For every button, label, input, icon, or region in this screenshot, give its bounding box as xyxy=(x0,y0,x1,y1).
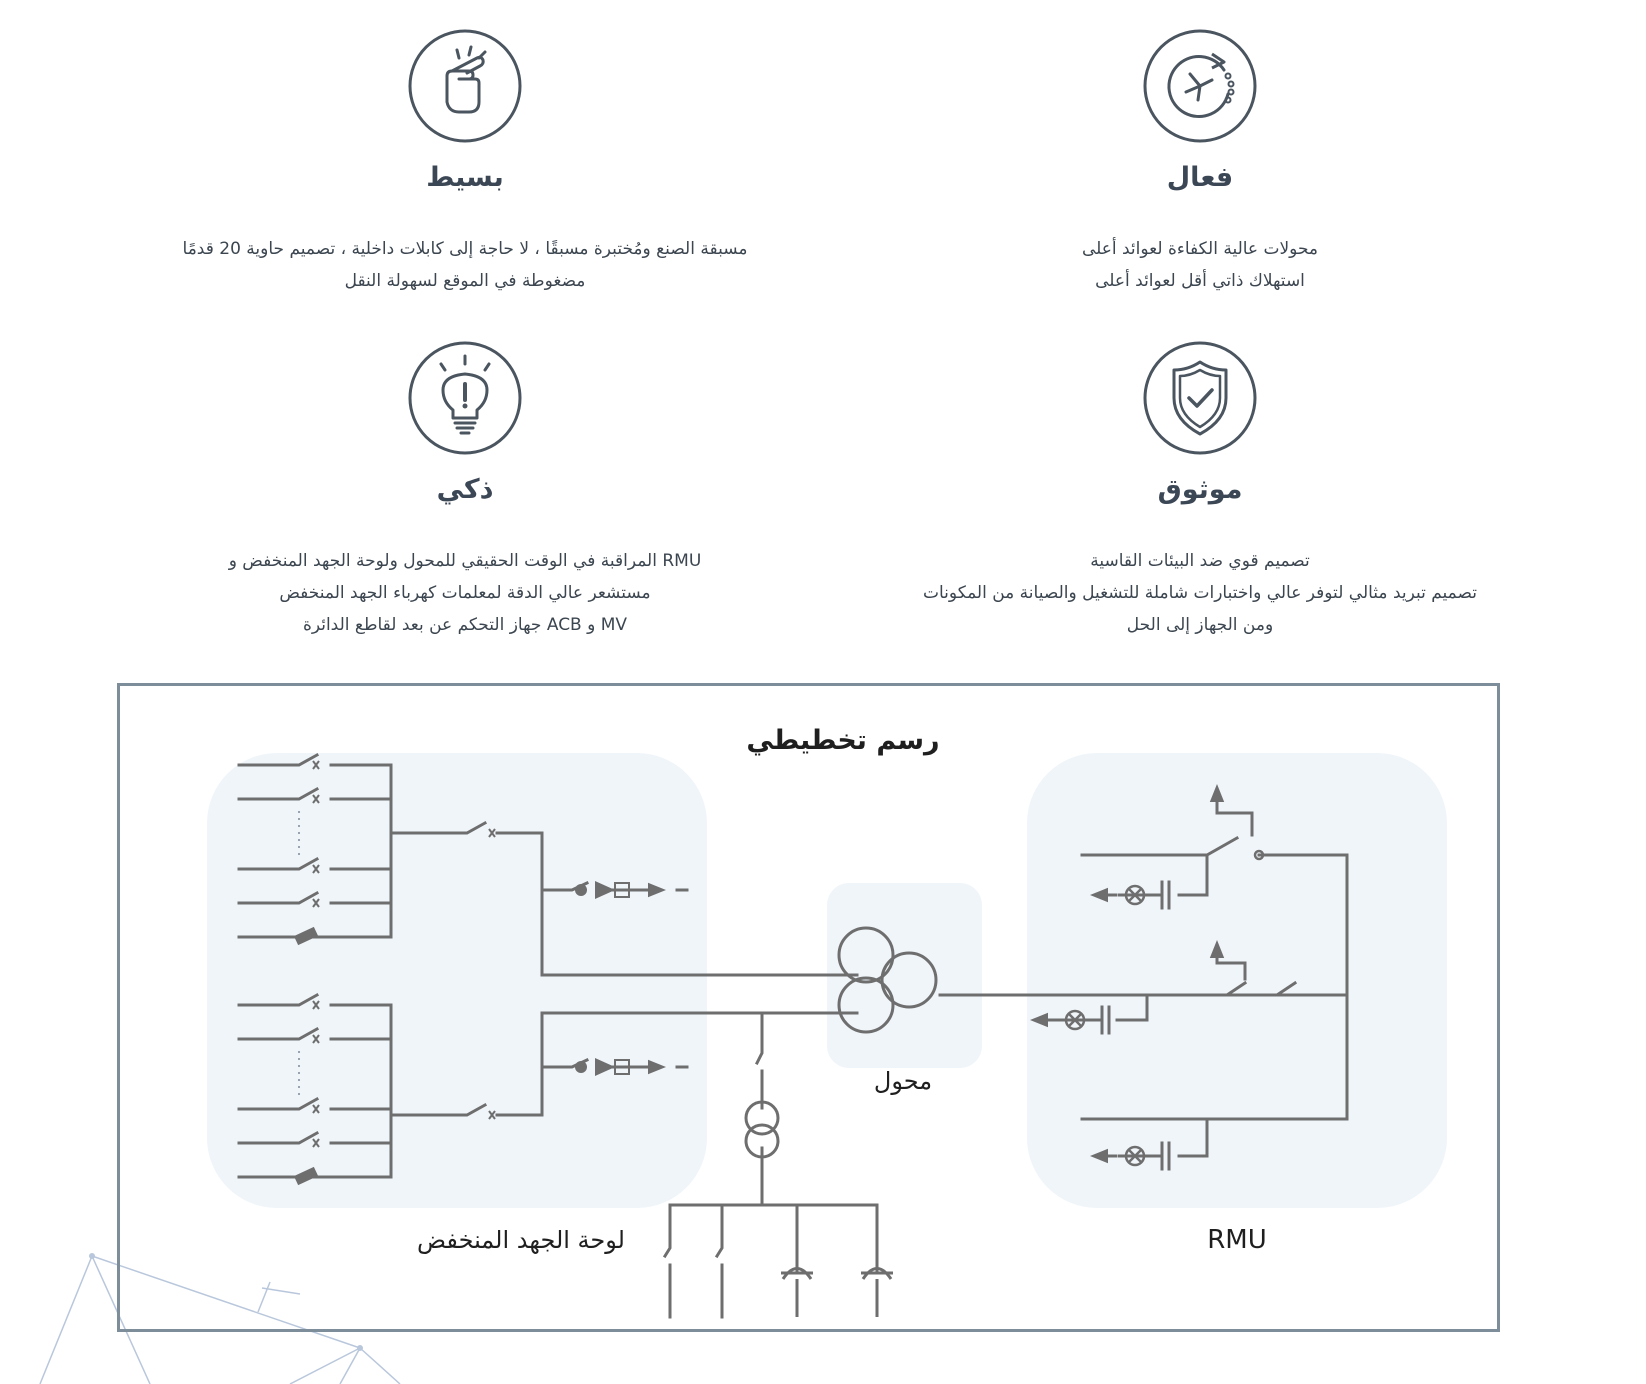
clock-cycle-icon xyxy=(1143,29,1257,143)
feature-line: ومن الجهاز إلى الحل xyxy=(1126,615,1274,635)
feature-line: تصميم تبريد مثالي لتوفر عالي واختبارات ش… xyxy=(923,583,1477,603)
lv-panel-background xyxy=(207,753,707,1208)
rmu-indicator xyxy=(1064,849,1265,1167)
aux-transformer-symbol xyxy=(744,1100,780,1159)
feature-simple: بسيط مسبقة الصنع ومُختبرة مسبقًا ، لا حا… xyxy=(150,28,780,297)
feature-title: ذكي xyxy=(436,474,494,505)
feature-description: تصميم قوي ضد البيئات القاسية تصميم تبريد… xyxy=(880,545,1520,641)
shield-check-icon xyxy=(1143,341,1257,455)
single-line-diagram: رسم تخطيطي xyxy=(207,725,1447,1319)
diode-symbol xyxy=(595,881,615,899)
meter-dot xyxy=(575,1061,587,1073)
feature-line: استهلاك ذاتي أقل لعوائد أعلى xyxy=(1095,271,1305,291)
feature-reliable: موثوق تصميم قوي ضد البيئات القاسية تصميم… xyxy=(880,340,1520,641)
fuse xyxy=(293,926,319,946)
pinch-hand-icon xyxy=(408,29,522,143)
transformer-symbol xyxy=(837,926,938,1034)
transformer-label: محول xyxy=(874,1067,932,1095)
diode-symbol xyxy=(595,1058,615,1076)
feature-line: مسبقة الصنع ومُختبرة مسبقًا ، لا حاجة إل… xyxy=(182,239,748,259)
diagram-title: رسم تخطيطي xyxy=(746,725,939,756)
feature-line: MV و ACB جهاز التحكم عن بعد لقاطع الدائر… xyxy=(302,615,628,635)
diagram-frame xyxy=(117,683,1500,1332)
feature-smart: ذكي RMU المراقبة في الوقت الحقيقي للمحول… xyxy=(150,340,780,641)
feature-line: محولات عالية الكفاءة لعوائد أعلى xyxy=(1081,239,1319,259)
meter-dot xyxy=(575,884,587,896)
feature-title: موثوق xyxy=(1157,474,1243,505)
decorative-network xyxy=(39,1253,401,1384)
rmu-background xyxy=(1027,753,1447,1208)
feature-line: مستشعر عالي الدقة لمعلمات كهرباء الجهد ا… xyxy=(279,583,651,603)
load-symbol xyxy=(861,1267,893,1317)
feature-line: RMU المراقبة في الوقت الحقيقي للمحول ولو… xyxy=(228,551,702,571)
fuse xyxy=(293,1166,319,1186)
feature-efficient: فعال محولات عالية الكفاءة لعوائد أعلى اس… xyxy=(900,28,1500,297)
feature-title: بسيط xyxy=(426,162,504,193)
rmu-label: RMU xyxy=(1207,1225,1267,1255)
lightbulb-icon xyxy=(408,341,522,455)
feature-description: RMU المراقبة في الوقت الحقيقي للمحول ولو… xyxy=(150,545,780,641)
feature-title: فعال xyxy=(1166,162,1234,193)
load-symbol xyxy=(781,1267,813,1317)
feature-description: محولات عالية الكفاءة لعوائد أعلى استهلاك… xyxy=(900,233,1500,297)
feature-description: مسبقة الصنع ومُختبرة مسبقًا ، لا حاجة إل… xyxy=(150,233,780,297)
lv-panel-label: لوحة الجهد المنخفض xyxy=(417,1226,625,1254)
feature-line: تصميم قوي ضد البيئات القاسية xyxy=(1090,551,1310,571)
feature-line: مضغوطة في الموقع لسهولة النقل xyxy=(344,271,586,291)
